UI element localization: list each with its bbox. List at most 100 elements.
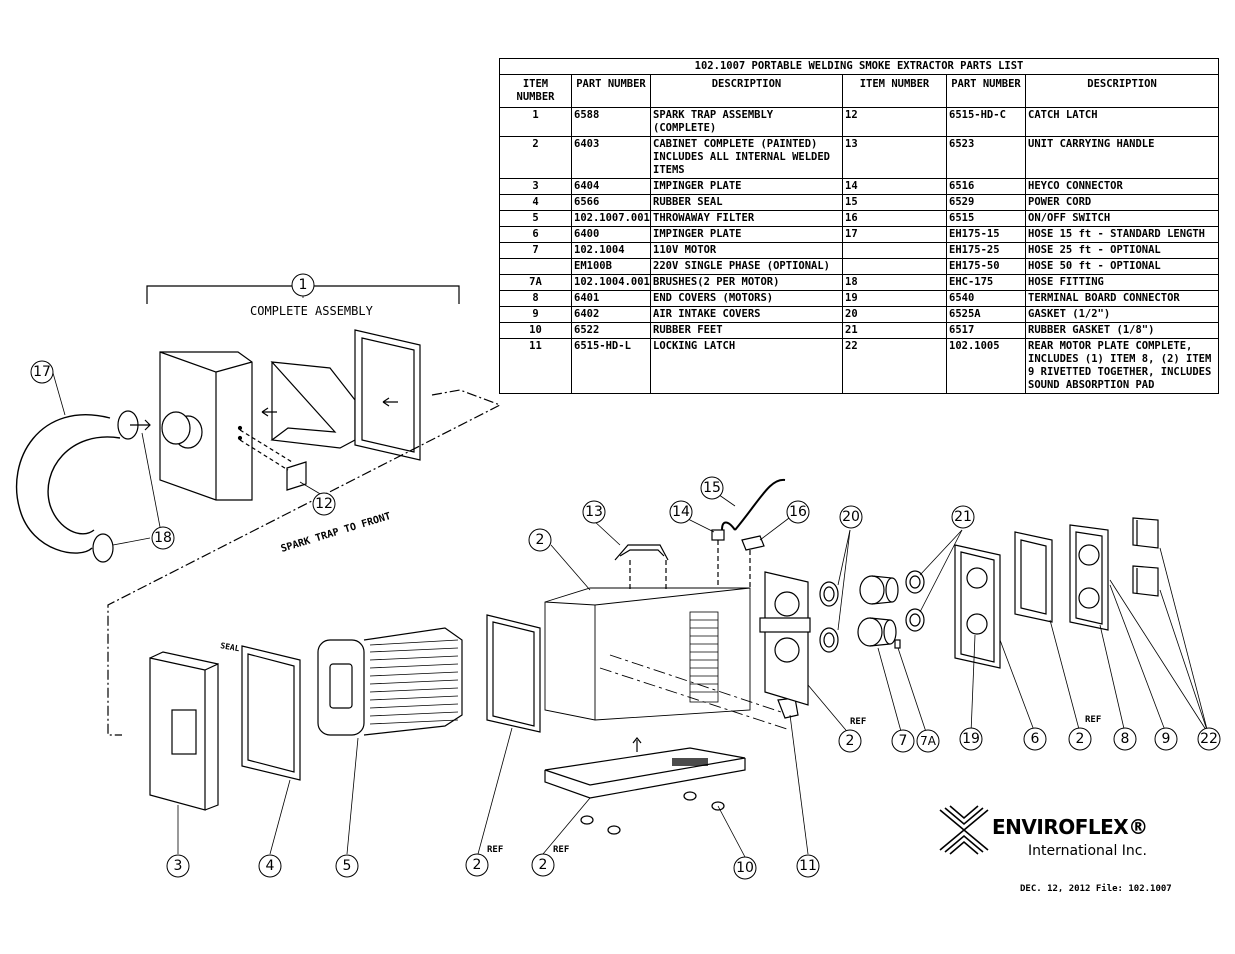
table-cell: END COVERS (MOTORS) [650, 290, 843, 307]
table-cell: 13 [842, 136, 947, 179]
company-name: ENVIROFLEX® [992, 815, 1148, 839]
svg-text:1: 1 [299, 277, 308, 293]
motor-mount-plate [759, 571, 811, 706]
company-subtitle: International Inc. [1028, 843, 1147, 859]
svg-text:5: 5 [343, 858, 352, 874]
cabinet [544, 587, 791, 731]
callout-5: 5 [335, 854, 359, 878]
table-cell: 2 [499, 136, 572, 179]
svg-text:3: 3 [174, 858, 183, 874]
rubber-gasket-top [905, 570, 925, 594]
table-cell: EH175-25 [946, 242, 1026, 259]
impinger-plate-angled [261, 361, 356, 449]
table-cell: CABINET COMPLETE (PAINTED) INCLUDES ALL … [650, 136, 843, 179]
impinger-plate-rear [1014, 531, 1053, 623]
ref-label-rear: REF [1085, 715, 1101, 725]
table-cell: EHC-175 [946, 274, 1026, 291]
callout-2-frame: 2 [465, 853, 489, 877]
table-cell: 6515 [946, 210, 1026, 227]
ref-label-motorplate: REF [850, 717, 866, 727]
spark-trap-box [159, 351, 253, 501]
callout-7: 7 [891, 729, 915, 753]
table-cell: SPARK TRAP ASSEMBLY (COMPLETE) [650, 107, 843, 137]
svg-text:12: 12 [315, 496, 333, 512]
table-cell: CATCH LATCH [1024, 107, 1220, 137]
throwaway-filter [317, 627, 463, 736]
header-item-number-2: ITEM NUMBER [842, 74, 947, 108]
table-cell: 6523 [946, 136, 1026, 179]
table-cell: 22 [842, 338, 947, 394]
callout-18: 18 [151, 526, 175, 550]
table-cell: RUBBER FEET [650, 322, 843, 339]
table-cell: 6515-HD-L [571, 338, 651, 394]
seal-label: SEAL [220, 641, 241, 653]
header-part-number-2: PART NUMBER [946, 74, 1026, 108]
table-cell: POWER CORD [1024, 194, 1220, 211]
ref-label-base: REF [553, 845, 569, 855]
rubber-seal [241, 645, 301, 781]
callout-16: 16 [786, 500, 810, 524]
callout-17: 17 [30, 360, 54, 384]
table-cell: BRUSHES(2 PER MOTOR) [650, 274, 843, 291]
callout-2-motorplate: 2 [838, 729, 862, 753]
table-header-row: ITEM NUMBER PART NUMBER DESCRIPTION ITEM… [499, 74, 1220, 108]
air-intake-covers [1132, 517, 1159, 597]
table-cell: 1 [499, 107, 572, 137]
end-cover-plate [1069, 524, 1109, 631]
callout-1: 1 [291, 273, 315, 297]
callout-13: 13 [582, 500, 606, 524]
table-cell: THROWAWAY FILTER [650, 210, 843, 227]
svg-text:4: 4 [266, 858, 275, 874]
table-cell: 6400 [571, 226, 651, 243]
table-cell: 14 [842, 178, 947, 195]
svg-text:10: 10 [736, 860, 754, 876]
svg-text:14: 14 [672, 504, 690, 520]
callout-11: 11 [796, 854, 820, 878]
motor-bottom [857, 617, 897, 647]
svg-text:7: 7 [899, 733, 908, 749]
callout-6: 6 [1023, 727, 1047, 751]
svg-text:6: 6 [1031, 731, 1040, 747]
terminal-board-plate [954, 544, 1001, 669]
header-part-number: PART NUMBER [571, 74, 651, 108]
callout-12: 12 [312, 492, 336, 516]
rubber-gasket-bottom [905, 608, 925, 632]
table-cell: 6404 [571, 178, 651, 195]
callout-21: 21 [951, 505, 975, 529]
svg-text:2: 2 [1076, 731, 1085, 747]
svg-text:2: 2 [539, 857, 548, 873]
callout-3: 3 [166, 854, 190, 878]
svg-text:8: 8 [1121, 731, 1130, 747]
table-cell: TERMINAL BOARD CONNECTOR [1024, 290, 1220, 307]
ref-label-frame: REF [487, 845, 503, 855]
svg-text:18: 18 [154, 530, 172, 546]
impinger-plate-front [149, 651, 219, 811]
complete-assembly-label: COMPLETE ASSEMBLY [250, 304, 374, 318]
front-frame-part [354, 329, 421, 461]
callout-7a: 7A [916, 729, 940, 753]
svg-text:2: 2 [536, 532, 545, 548]
svg-text:11: 11 [799, 858, 817, 874]
catch-latch-plate [286, 461, 307, 491]
table-cell: UNIT CARRYING HANDLE [1024, 136, 1220, 179]
table-cell: GASKET (1/2") [1024, 306, 1220, 323]
callout-10: 10 [733, 856, 757, 880]
callout-15: 15 [700, 476, 724, 500]
table-cell: 11 [499, 338, 572, 394]
table-cell: LOCKING LATCH [650, 338, 843, 394]
date-file-label: DEC. 12, 2012 File: 102.1007 [1020, 884, 1172, 894]
callouts: 1 17 18 12 2 13 14 15 16 20 21 3 4 5 2 2… [30, 273, 1221, 880]
svg-text:21: 21 [954, 509, 972, 525]
callout-22: 22 [1197, 727, 1221, 751]
table-cell: HOSE 15 ft - STANDARD LENGTH [1024, 226, 1220, 243]
